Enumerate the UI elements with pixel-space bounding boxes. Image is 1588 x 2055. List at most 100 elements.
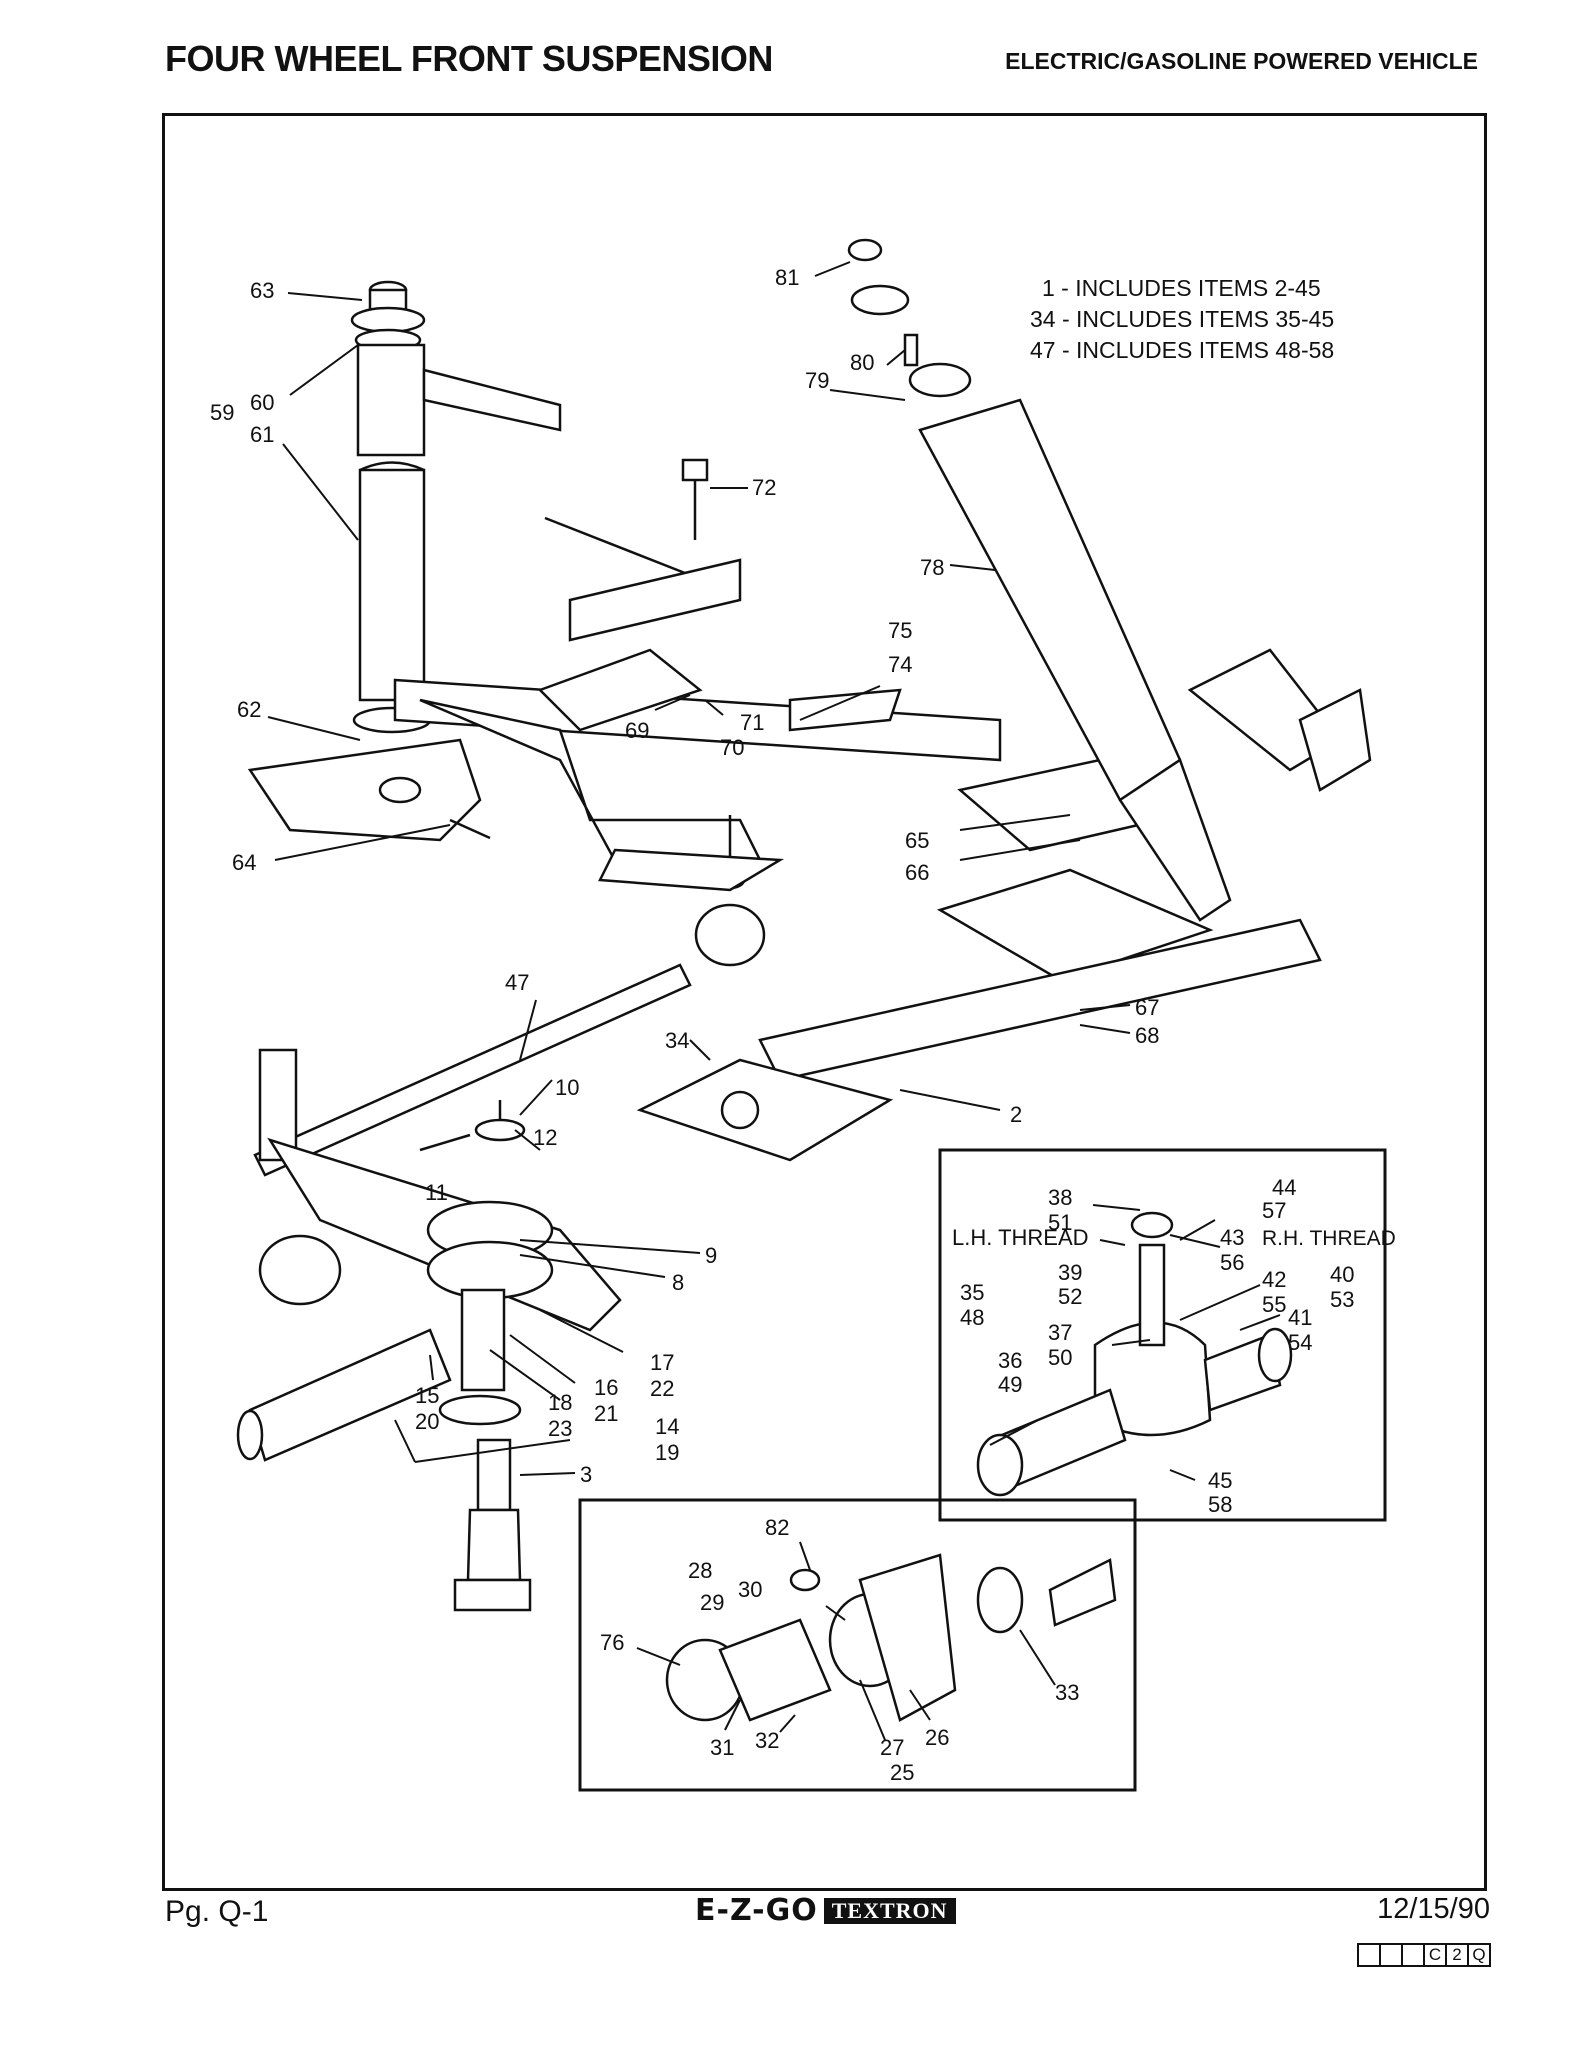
callout-44: 44 xyxy=(1272,1175,1296,1200)
steering-arm-axle xyxy=(236,1100,622,1612)
callout-25: 25 xyxy=(890,1760,914,1785)
callout-55: 55 xyxy=(1262,1292,1286,1317)
callout-69: 69 xyxy=(625,718,649,743)
callout-80: 80 xyxy=(850,350,874,375)
callout-71: 71 xyxy=(740,710,764,735)
callout-48: 48 xyxy=(960,1305,984,1330)
callout-20: 20 xyxy=(415,1409,439,1434)
code-box: Q xyxy=(1472,1945,1486,1964)
bolt-72 xyxy=(681,458,709,540)
callout-50: 50 xyxy=(1048,1345,1072,1370)
tie-rod-end-inset xyxy=(938,1148,1387,1522)
callout-52: 52 xyxy=(1058,1284,1082,1309)
page-number: Pg. Q-1 xyxy=(165,1895,269,1928)
callout-31: 31 xyxy=(710,1735,734,1760)
callout-47: 47 xyxy=(505,970,529,995)
callout-57: 57 xyxy=(1262,1198,1286,1223)
callout-72: 72 xyxy=(752,475,776,500)
callout-36: 36 xyxy=(998,1348,1022,1373)
callout-35: 35 xyxy=(960,1280,984,1305)
document-code-boxes: C 2 Q xyxy=(1357,1943,1491,1967)
callout-8: 8 xyxy=(672,1270,684,1295)
callout-30: 30 xyxy=(738,1577,762,1602)
callout-16: 16 xyxy=(594,1375,618,1400)
callout-2: 2 xyxy=(1010,1102,1022,1127)
callout-41: 41 xyxy=(1288,1305,1312,1330)
callout-19: 19 xyxy=(655,1440,679,1465)
note-1: 1 - INCLUDES ITEMS 2-45 xyxy=(1042,275,1321,301)
tie-rod-end-drawing xyxy=(976,1211,1293,1497)
callout-75: 75 xyxy=(888,618,912,643)
callout-74: 74 xyxy=(888,652,912,677)
callout-9: 9 xyxy=(705,1243,717,1268)
callout-58: 58 xyxy=(1208,1492,1232,1517)
callout-79: 79 xyxy=(805,368,829,393)
callout-22: 22 xyxy=(650,1376,674,1401)
callout-33: 33 xyxy=(1055,1680,1079,1705)
rh-thread-label: R.H. THREAD xyxy=(1262,1227,1396,1250)
callout-14: 14 xyxy=(655,1414,679,1439)
hub-drawing xyxy=(665,1553,1117,1722)
leader-lines xyxy=(267,261,1281,1741)
callout-11: 11 xyxy=(425,1180,448,1205)
leaf-spring-assembly xyxy=(393,516,1322,1162)
callout-23: 23 xyxy=(548,1416,572,1441)
hub-inset-labels: 82 28 30 29 76 33 31 32 27 26 25 xyxy=(600,1515,1079,1785)
callout-66: 66 xyxy=(905,860,929,885)
tie-rod-inset-labels: L.H. THREAD R.H. THREAD 38 51 44 57 43 5… xyxy=(952,1175,1396,1517)
callout-51: 51 xyxy=(1048,1210,1072,1235)
code-box: C xyxy=(1425,1945,1447,1965)
callout-40: 40 xyxy=(1330,1262,1354,1287)
revision-date: 12/15/90 xyxy=(1377,1893,1490,1925)
callout-29: 29 xyxy=(700,1590,724,1615)
callout-60: 60 xyxy=(250,390,274,415)
callout-26: 26 xyxy=(925,1725,949,1750)
callout-61: 61 xyxy=(250,422,274,447)
callout-45: 45 xyxy=(1208,1468,1232,1493)
note-2: 34 - INCLUDES ITEMS 35-45 xyxy=(1030,306,1334,332)
note-3: 47 - INCLUDES ITEMS 48-58 xyxy=(1030,337,1334,363)
code-box xyxy=(1381,1945,1403,1965)
callout-32: 32 xyxy=(755,1728,779,1753)
shock-absorber xyxy=(847,238,1372,922)
callout-38: 38 xyxy=(1048,1185,1072,1210)
callout-68: 68 xyxy=(1135,1023,1159,1048)
textron-logo-box: TEXTRON xyxy=(823,1898,956,1924)
callout-81: 81 xyxy=(775,265,799,290)
ezgo-textron-logo: E-Z-GO TEXTRON xyxy=(695,1893,956,1928)
callout-28: 28 xyxy=(688,1558,712,1583)
kingpin-spindle xyxy=(247,280,562,842)
notes-block: 1 - INCLUDES ITEMS 2-45 34 - INCLUDES IT… xyxy=(1030,275,1334,363)
vehicle-type-subtitle: ELECTRIC/GASOLINE POWERED VEHICLE xyxy=(1005,48,1478,74)
callout-21: 21 xyxy=(594,1401,618,1426)
hub-inset xyxy=(578,1498,1137,1792)
callout-67: 67 xyxy=(1135,995,1159,1020)
callout-49: 49 xyxy=(998,1372,1022,1397)
code-box: 2 xyxy=(1447,1945,1469,1965)
callout-63: 63 xyxy=(250,278,274,303)
callout-37: 37 xyxy=(1048,1320,1072,1345)
page-title: FOUR WHEEL FRONT SUSPENSION xyxy=(165,38,773,79)
callout-42: 42 xyxy=(1262,1267,1286,1292)
ezgo-logo-text: E-Z-GO xyxy=(695,1893,818,1928)
callout-65: 65 xyxy=(905,828,929,853)
callout-3: 3 xyxy=(580,1462,592,1487)
callout-12: 12 xyxy=(533,1125,557,1150)
lh-thread-line: L.H. THREAD xyxy=(952,1225,1089,1250)
callout-82: 82 xyxy=(765,1515,789,1540)
code-box xyxy=(1359,1945,1381,1965)
callout-15: 15 xyxy=(415,1383,439,1408)
callout-43: 43 xyxy=(1220,1225,1244,1250)
diagram-frame xyxy=(162,113,1487,1891)
callout-10: 10 xyxy=(555,1075,579,1100)
callout-56: 56 xyxy=(1220,1250,1244,1275)
callout-17: 17 xyxy=(650,1350,674,1375)
callout-34: 34 xyxy=(665,1028,689,1053)
callout-39: 39 xyxy=(1058,1260,1082,1285)
callout-53: 53 xyxy=(1330,1287,1354,1312)
callout-62: 62 xyxy=(237,697,261,722)
lh-thread-label: L.H. THREAD xyxy=(952,1225,1089,1250)
callout-54: 54 xyxy=(1288,1330,1312,1355)
callout-27: 27 xyxy=(880,1735,904,1760)
